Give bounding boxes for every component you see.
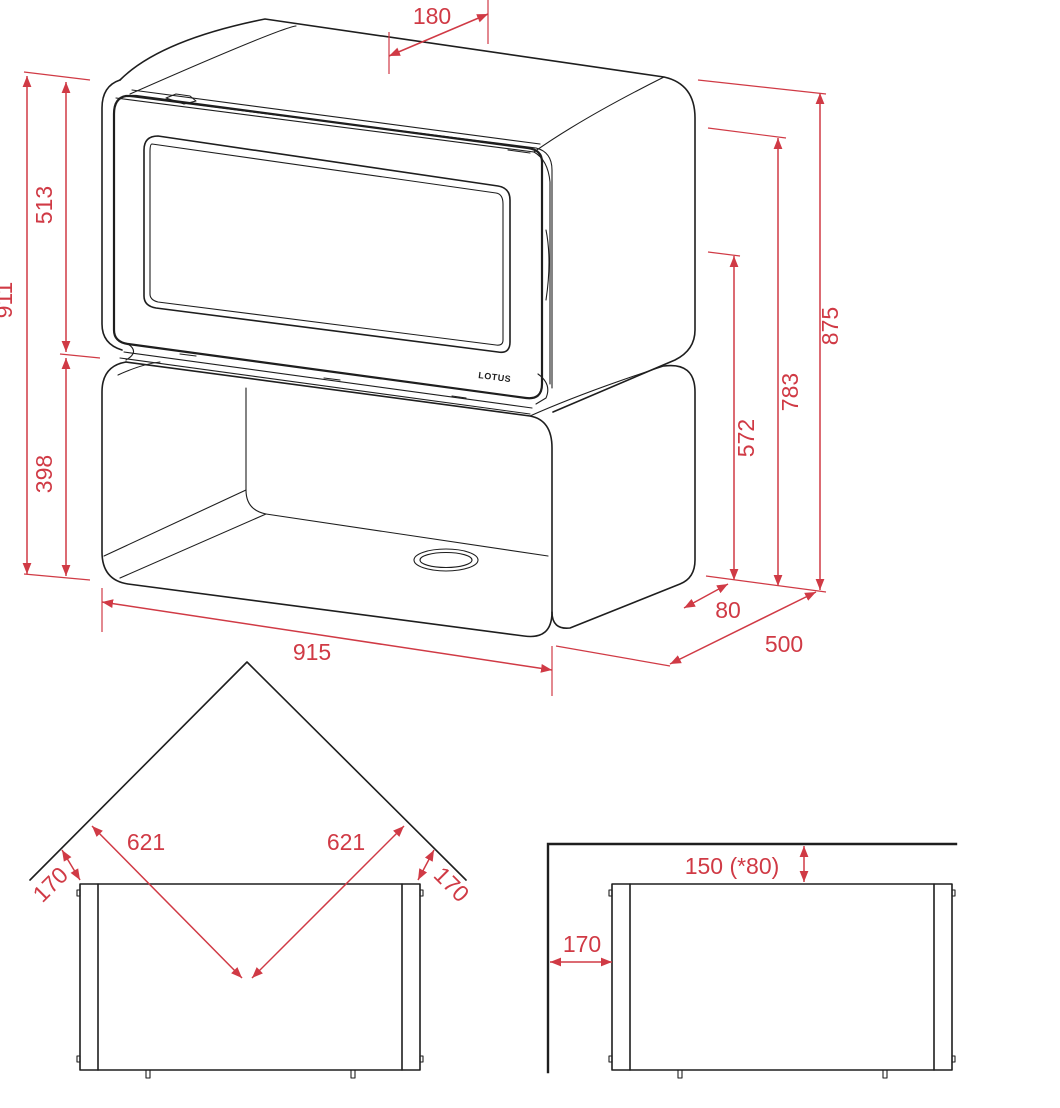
wall-outline bbox=[546, 842, 958, 1074]
lower-module bbox=[101, 361, 696, 638]
wall-installation-view: 150 (*80) 170 bbox=[546, 842, 958, 1079]
dim-line-80 bbox=[683, 583, 729, 609]
dim-label-80: 80 bbox=[715, 597, 741, 623]
corner-unit-plan bbox=[76, 883, 424, 1079]
corner-installation-view: 621 621 170 170 bbox=[28, 661, 475, 1079]
dim-label-875: 875 bbox=[817, 307, 843, 345]
isometric-fireplace: LOTUS bbox=[101, 18, 696, 638]
module-seam bbox=[119, 343, 533, 415]
corner-walls bbox=[29, 661, 467, 881]
dim-line-170-left bbox=[61, 849, 81, 881]
dim-line-915 bbox=[101, 599, 553, 673]
door bbox=[112, 89, 553, 405]
brand-logo: LOTUS bbox=[478, 370, 512, 384]
dim-line-621-right bbox=[251, 825, 405, 979]
dim-label-170-wall: 170 bbox=[563, 931, 601, 957]
dim-label-170-right: 170 bbox=[429, 862, 475, 908]
dim-line-170-right bbox=[417, 849, 435, 881]
dim-label-513: 513 bbox=[31, 186, 57, 224]
dim-label-911: 911 bbox=[0, 282, 17, 319]
dim-label-621-right: 621 bbox=[327, 829, 365, 855]
dim-label-500: 500 bbox=[765, 631, 803, 657]
dim-label-621-left: 621 bbox=[127, 829, 165, 855]
dim-label-180: 180 bbox=[413, 3, 451, 29]
dim-line-180 bbox=[388, 13, 489, 57]
dim-label-572: 572 bbox=[733, 419, 759, 457]
dim-label-150: 150 (*80) bbox=[685, 853, 780, 879]
dim-label-783: 783 bbox=[777, 373, 803, 411]
dim-line-621-left bbox=[91, 825, 243, 979]
dim-label-398: 398 bbox=[31, 455, 57, 493]
upper-firebox bbox=[101, 18, 696, 413]
dim-label-170-left: 170 bbox=[28, 862, 74, 908]
dim-label-915: 915 bbox=[293, 639, 331, 665]
isometric-dimensions: 180 911 513 398 875 783 572 915 500 80 bbox=[0, 0, 843, 696]
dim-line-500 bbox=[669, 591, 817, 665]
wall-unit-plan bbox=[608, 883, 956, 1079]
